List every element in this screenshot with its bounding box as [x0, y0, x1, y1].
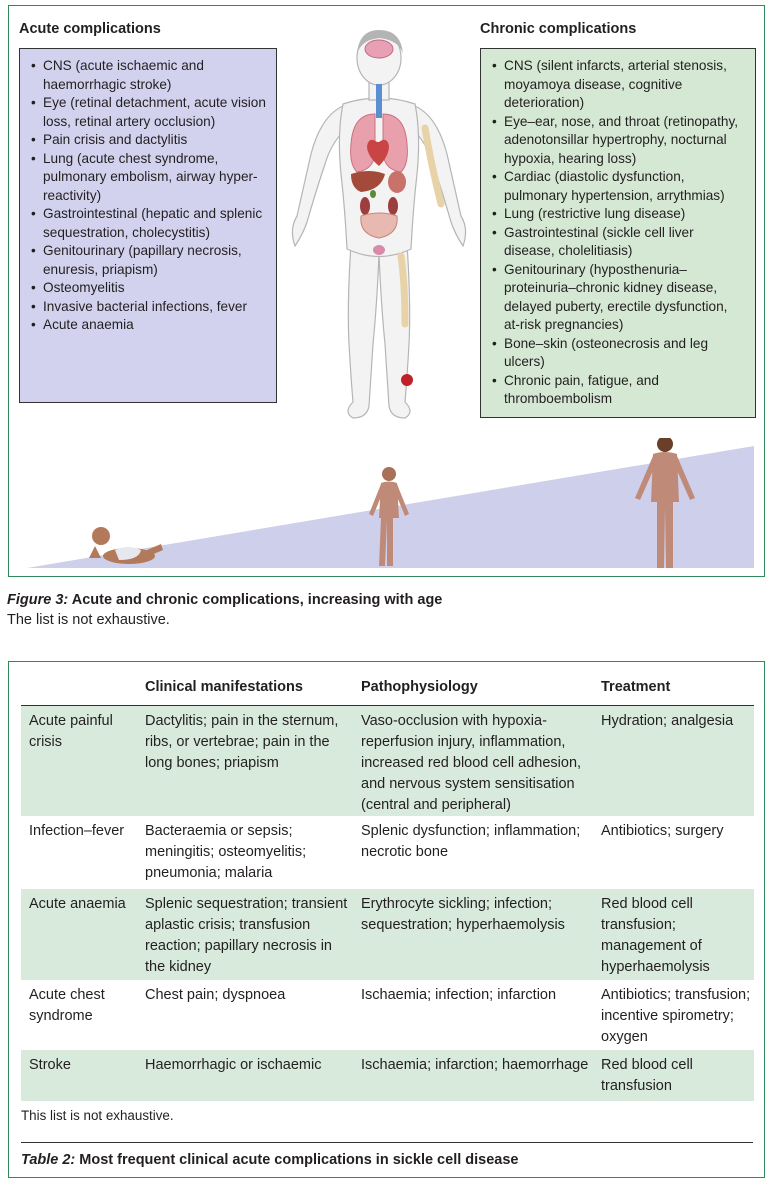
figure-label: Figure 3:: [7, 592, 69, 608]
table-row: Acute painful crisis Dactylitis; pain in…: [21, 706, 754, 816]
human-body-organs-icon: [291, 30, 467, 419]
chronic-item: Cardiac (diastolic dysfunction, pulmonar…: [491, 168, 747, 205]
chronic-complications-heading: Chronic complications: [480, 21, 637, 37]
acute-item: Genitourinary (papillary necrosis, enure…: [30, 242, 268, 279]
chronic-item: Lung (restrictive lung disease): [491, 205, 747, 224]
figure-3-panel: Acute complications Chronic complication…: [8, 5, 765, 577]
table-note: This list is not exhaustive.: [21, 1108, 174, 1123]
chronic-item: Bone–skin (osteonecrosis and leg ulcers): [491, 335, 747, 372]
figure-title: Acute and chronic complications, increas…: [71, 592, 443, 608]
table-2-panel: Clinical manifestations Pathophysiology …: [8, 661, 765, 1178]
cell-manifestations: Dactylitis; pain in the sternum, ribs, o…: [145, 713, 339, 771]
table-title: Most frequent clinical acute complicatio…: [79, 1152, 519, 1168]
table-row: Stroke Haemorrhagic or ischaemic Ischaem…: [21, 1050, 754, 1101]
chronic-item: Chronic pain, fatigue, and thromboemboli…: [491, 372, 747, 409]
complications-table: Clinical manifestations Pathophysiology …: [21, 672, 754, 1101]
figure-note: The list is not exhaustive.: [7, 612, 170, 628]
cell-complication: Acute chest syndrome: [29, 987, 105, 1024]
acute-item: Osteomyelitis: [30, 279, 268, 298]
cell-manifestations: Bacteraemia or sepsis; meningitis; osteo…: [145, 823, 307, 881]
cell-pathophysiology: Erythrocyte sickling; infection; sequest…: [361, 896, 565, 933]
child-icon: [369, 467, 409, 566]
age-ramp-graphic: [27, 438, 754, 568]
cell-pathophysiology: Splenic dysfunction; inflammation; necro…: [361, 823, 581, 860]
cell-treatment: Hydration; analgesia: [601, 713, 734, 729]
table-caption: Table 2: Most frequent clinical acute co…: [21, 1142, 753, 1168]
acute-item: Pain crisis and dactylitis: [30, 131, 268, 150]
cell-complication: Acute anaemia: [29, 896, 126, 912]
cell-treatment: Antibiotics; transfusion; incentive spir…: [601, 987, 751, 1045]
adult-icon: [635, 438, 695, 568]
acute-item: Acute anaemia: [30, 316, 268, 335]
cell-treatment: Antibiotics; surgery: [601, 823, 724, 839]
table-row: Acute anaemia Splenic sequestration; tra…: [21, 889, 754, 980]
cell-treatment: Red blood cell transfusion; management o…: [601, 896, 710, 975]
cell-pathophysiology: Ischaemia; infection; infarction: [361, 987, 557, 1003]
chronic-item: Genitourinary (hyposthenuria–proteinuria…: [491, 261, 747, 335]
cell-manifestations: Chest pain; dyspnoea: [145, 987, 286, 1003]
cell-treatment: Red blood cell transfusion: [601, 1057, 693, 1094]
acute-item: Invasive bacterial infections, fever: [30, 298, 268, 317]
chronic-item: CNS (silent infarcts, arterial stenosis,…: [491, 57, 747, 113]
table-row: Acute chest syndrome Chest pain; dyspnoe…: [21, 980, 754, 1050]
cell-manifestations: Haemorrhagic or ischaemic: [145, 1057, 322, 1073]
figure-caption: Figure 3: Acute and chronic complication…: [7, 590, 442, 630]
acute-item: CNS (acute ischaemic and haemorrhagic st…: [30, 57, 268, 94]
acute-complications-box: CNS (acute ischaemic and haemorrhagic st…: [19, 48, 277, 403]
table-row: Infection–fever Bacteraemia or sepsis; m…: [21, 816, 754, 889]
acute-item: Gastrointestinal (hepatic and splenic se…: [30, 205, 268, 242]
table-label: Table 2:: [21, 1152, 76, 1168]
table-header: Clinical manifestations Pathophysiology …: [21, 672, 754, 706]
cell-complication: Infection–fever: [29, 823, 125, 839]
cell-pathophysiology: Ischaemia; infarction; haemorrhage: [361, 1057, 589, 1073]
cell-complication: Acute painful crisis: [29, 713, 113, 750]
acute-item: Eye (retinal detachment, acute vision lo…: [30, 94, 268, 131]
cell-manifestations: Splenic sequestration; transient aplasti…: [145, 896, 348, 975]
infant-icon: [89, 527, 163, 564]
chronic-complications-box: CNS (silent infarcts, arterial stenosis,…: [480, 48, 756, 418]
cell-complication: Stroke: [29, 1057, 71, 1073]
header-pathophysiology: Pathophysiology: [361, 679, 478, 695]
chronic-item: Eye–ear, nose, and throat (retinopathy, …: [491, 113, 747, 169]
cell-pathophysiology: Vaso-occlusion with hypoxia-reperfusion …: [361, 713, 582, 813]
header-clinical-manifestations: Clinical manifestations: [145, 679, 303, 695]
header-treatment: Treatment: [601, 679, 671, 695]
acute-complications-heading: Acute complications: [19, 21, 161, 37]
acute-item: Lung (acute chest syndrome, pulmonary em…: [30, 150, 268, 206]
chronic-item: Gastrointestinal (sickle cell liver dise…: [491, 224, 747, 261]
